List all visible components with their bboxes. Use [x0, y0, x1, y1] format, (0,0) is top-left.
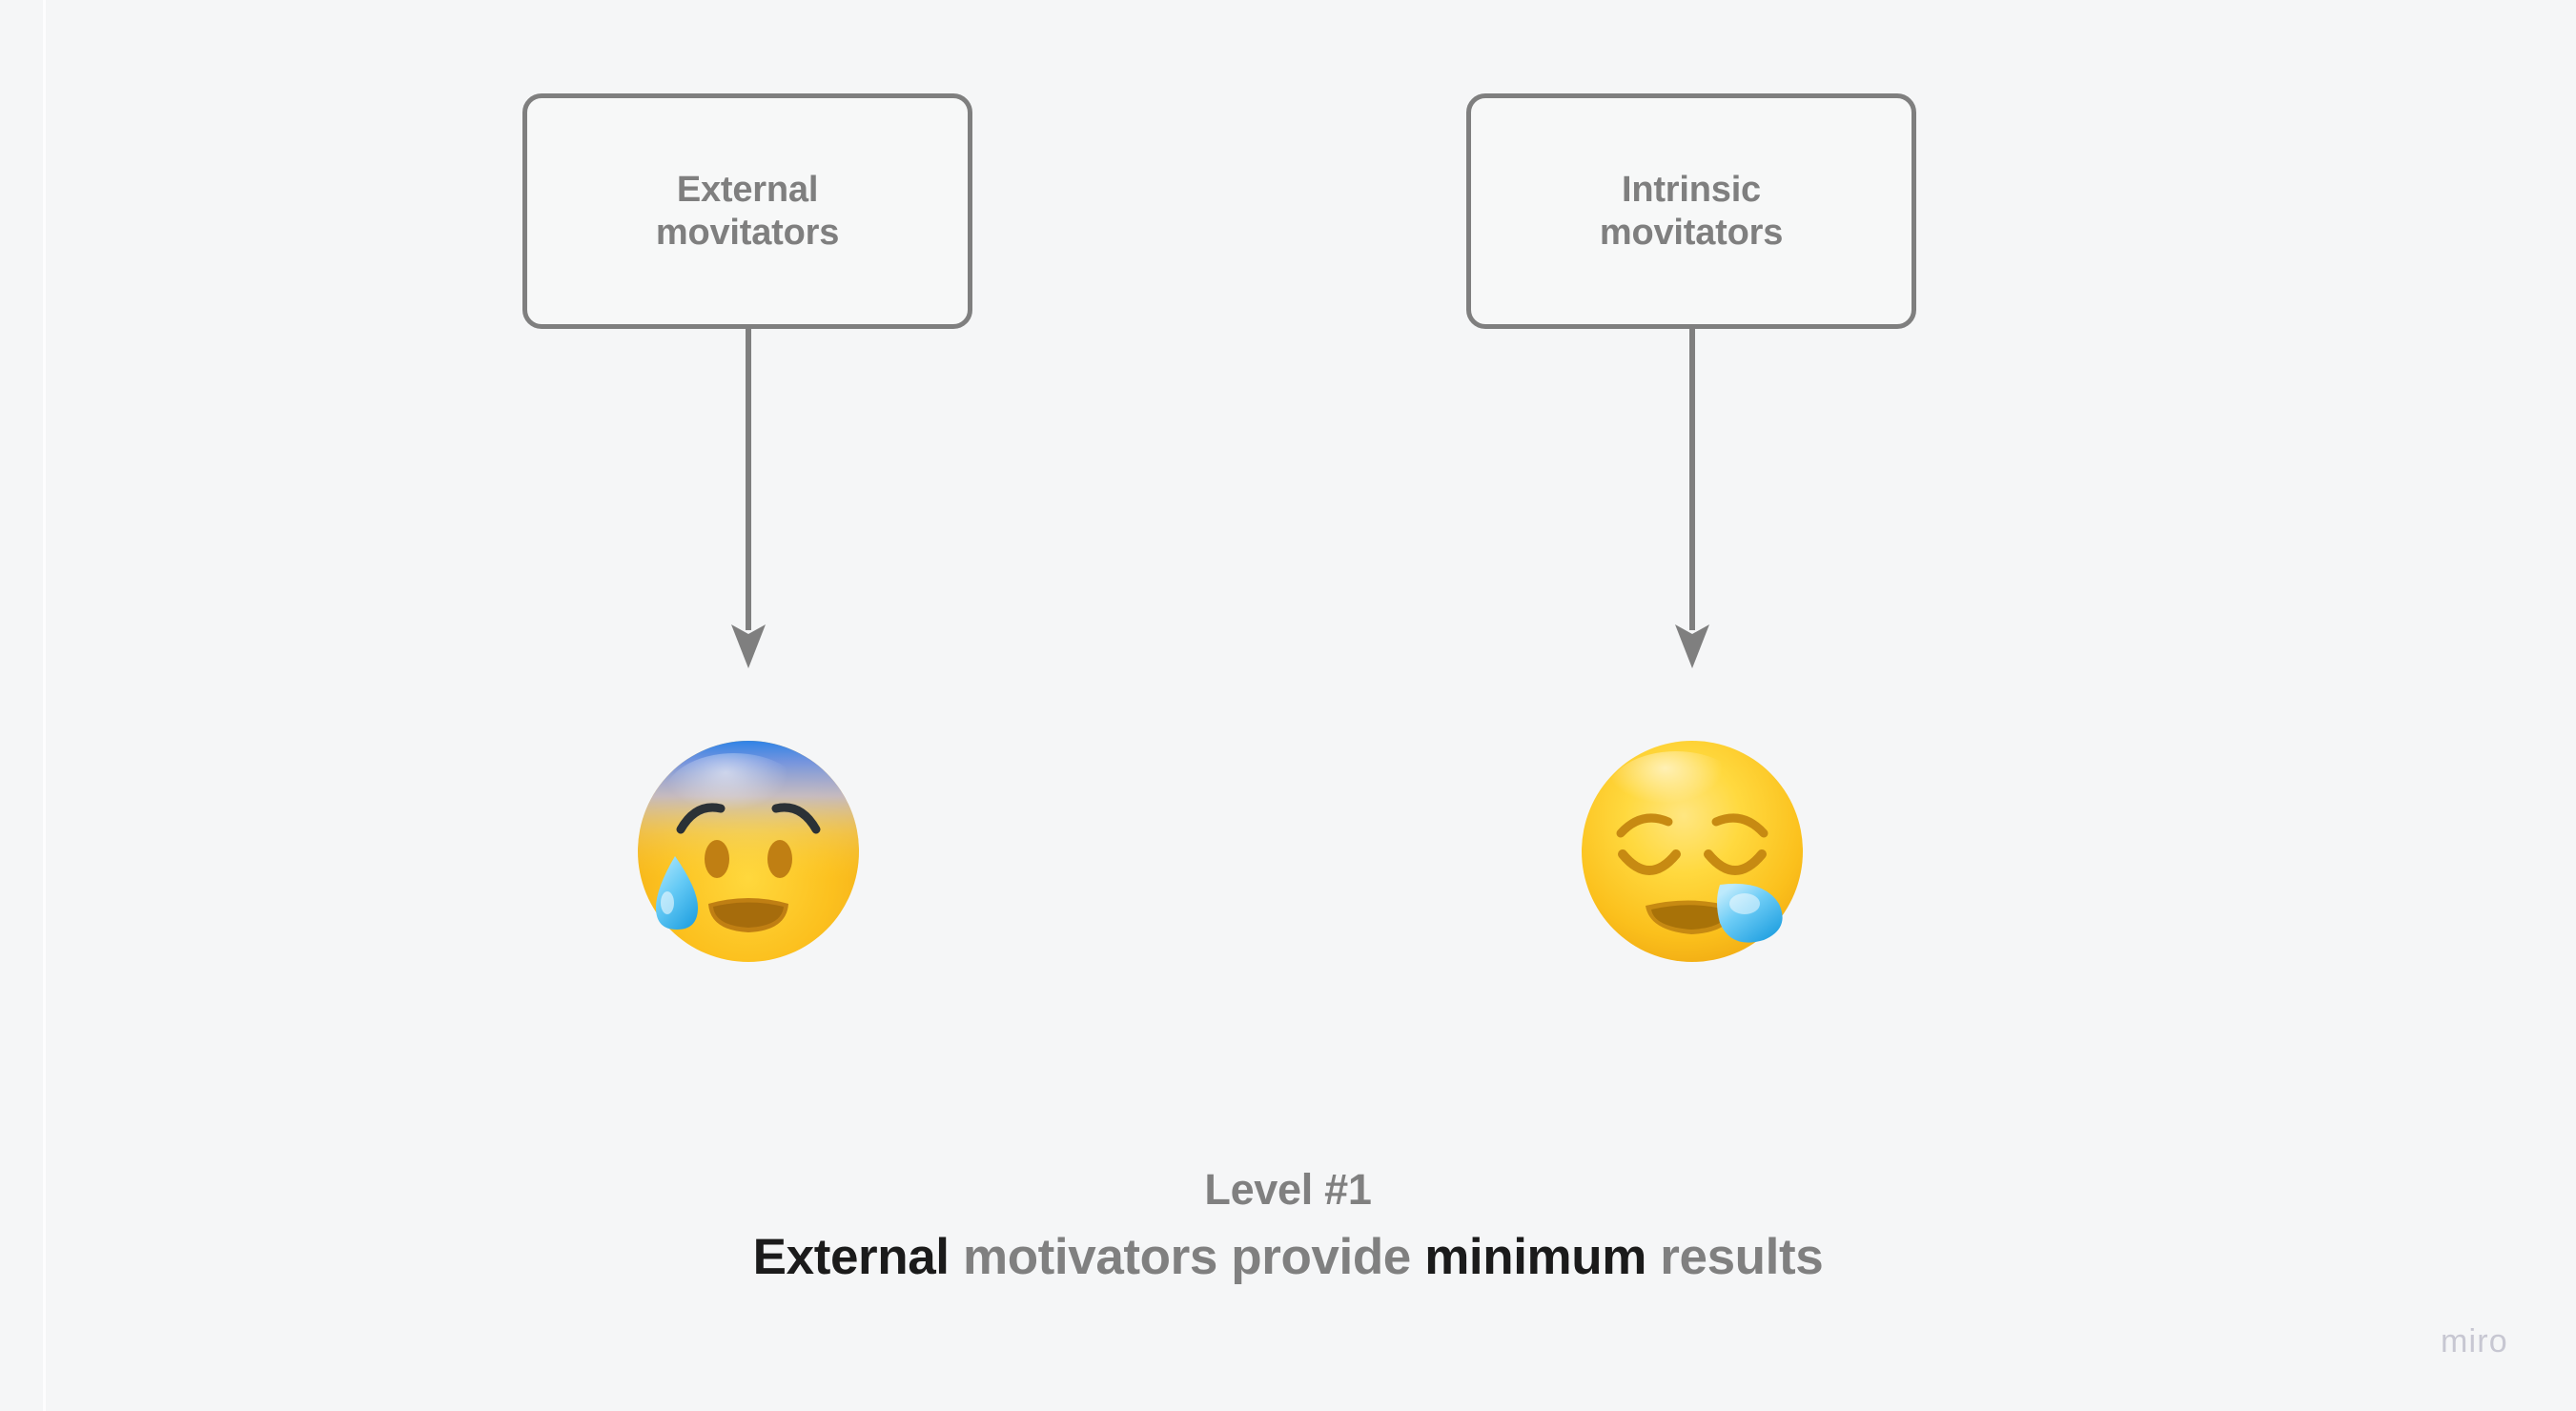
caption-word-minimum: minimum	[1424, 1228, 1646, 1285]
node-external-motivators[interactable]: External movitators	[522, 93, 972, 329]
node-intrinsic-motivators-label: Intrinsic movitators	[1599, 170, 1784, 253]
caption-text-results: results	[1646, 1228, 1824, 1285]
miro-watermark: miro	[2441, 1323, 2508, 1360]
node-external-motivators-label: External movitators	[655, 170, 840, 253]
anxious-face-with-sweat-emoji[interactable]	[633, 736, 864, 967]
board-seam	[43, 0, 46, 1411]
caption-word-external: External	[752, 1228, 950, 1285]
caption-text-motivators-provide: motivators provide	[949, 1228, 1425, 1285]
arrow-down-icon-intrinsic[interactable]	[1673, 327, 1711, 670]
node-intrinsic-motivators[interactable]: Intrinsic movitators	[1466, 93, 1916, 329]
caption-level-label: Level #1	[1204, 1165, 1372, 1214]
sleepy-face-emoji[interactable]	[1577, 736, 1808, 967]
arrow-down-icon-external[interactable]	[729, 327, 767, 670]
caption-block: Level #1 External motivators provide min…	[0, 1165, 2576, 1287]
caption-main-line: External motivators provide minimum resu…	[0, 1228, 2576, 1288]
